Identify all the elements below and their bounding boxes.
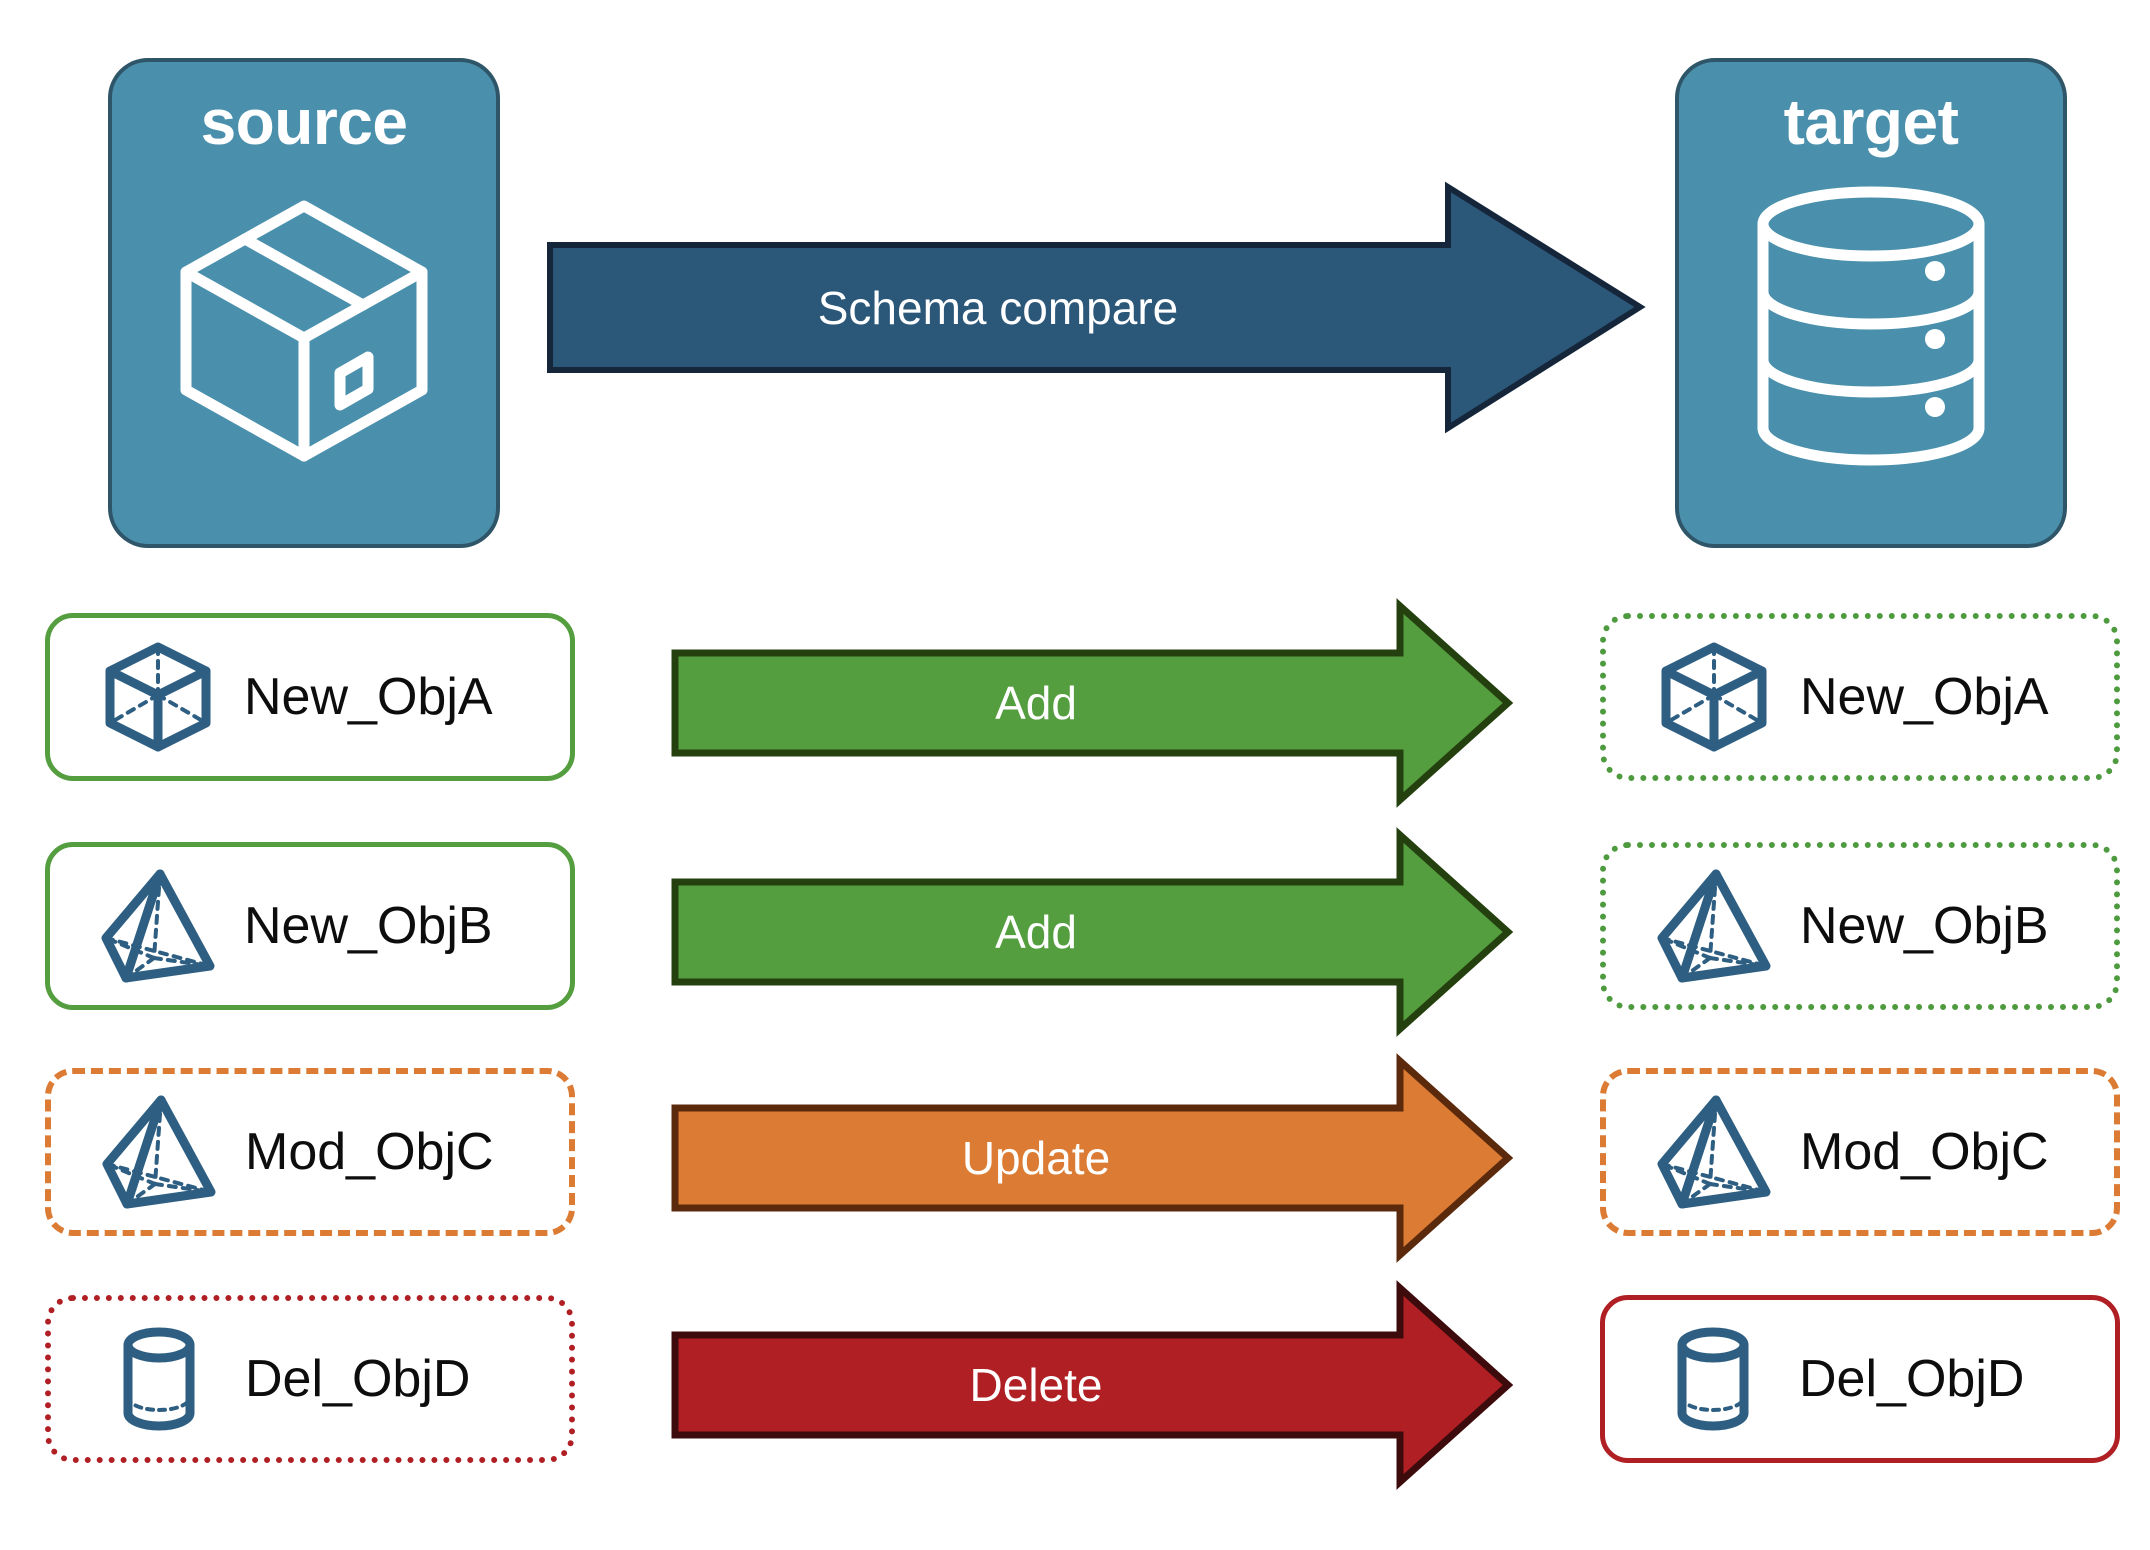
target-object-card[interactable]: New_ObjA [1600,613,2120,781]
object-row: New_ObjA Add [0,598,2150,813]
cylinder-icon [99,1319,219,1439]
target-object-label: Del_ObjD [1799,1350,2025,1408]
target-panel-title: target [1783,86,1959,158]
database-cylinder-icon [1721,176,2021,476]
source-object-label: Del_ObjD [245,1350,471,1408]
pyramid-wireframe-icon [98,866,218,986]
object-row: New_ObjB Add [0,827,2150,1042]
source-object-card[interactable]: New_ObjA [45,613,575,781]
source-object-label: Mod_ObjC [245,1123,494,1181]
pyramid-wireframe-icon [1654,1092,1774,1212]
pyramid-wireframe-icon [1654,866,1774,986]
object-row: Del_ObjD Delete Del_ObjD [0,1280,2150,1495]
cube-wireframe-icon [98,637,218,757]
source-object-card[interactable]: New_ObjB [45,842,575,1010]
cube-wireframe-icon [1654,637,1774,757]
operation-arrow: Update [671,1053,1514,1263]
source-object-label: New_ObjA [244,668,493,726]
target-object-card[interactable]: Mod_ObjC [1600,1068,2120,1236]
target-object-label: New_ObjA [1800,668,2049,726]
package-box-icon [154,176,454,476]
operation-arrow: Delete [671,1280,1514,1490]
source-object-label: New_ObjB [244,897,493,955]
cylinder-icon [1653,1319,1773,1439]
source-object-card[interactable]: Mod_ObjC [45,1068,575,1236]
source-panel-title: source [200,86,408,158]
target-object-label: New_ObjB [1800,897,2049,955]
target-object-card[interactable]: New_ObjB [1600,842,2120,1010]
operation-arrow: Add [671,827,1514,1037]
operation-arrow: Add [671,598,1514,808]
pyramid-wireframe-icon [99,1092,219,1212]
source-panel: source [108,58,500,548]
object-row: Mod_ObjC Update [0,1053,2150,1268]
target-object-card[interactable]: Del_ObjD [1600,1295,2120,1463]
target-panel: target [1675,58,2067,548]
target-object-label: Mod_ObjC [1800,1123,2049,1181]
schema-compare-arrow: Schema compare [547,181,1646,434]
source-object-card[interactable]: Del_ObjD [45,1295,575,1463]
